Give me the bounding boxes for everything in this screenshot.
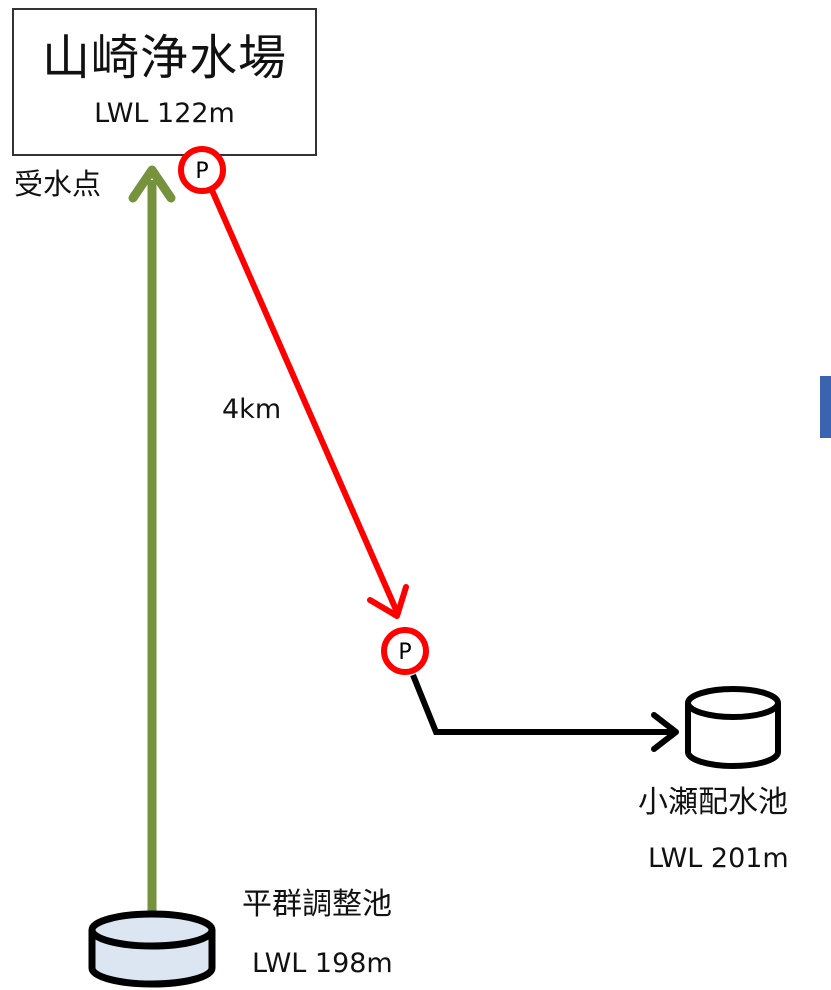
hiramure-tank-name: 平群調整池 [242, 887, 392, 922]
distribution-flow-arrow [410, 673, 679, 752]
pump-flow-arrow [208, 186, 409, 619]
purification-plant-name: 山崎浄水場 [41, 30, 287, 86]
pump-icon-booster: P [381, 627, 429, 675]
gravity-flow-arrow [128, 165, 176, 918]
purification-plant-box [12, 8, 317, 156]
pump-icon-plant: P [178, 146, 226, 194]
hiramure-tank-lwl: LWL 198m [252, 948, 393, 979]
hiramure-tank-icon [88, 910, 216, 988]
kose-reservoir-name: 小瀬配水池 [638, 785, 788, 820]
purification-plant-lwl: LWL 122m [94, 98, 235, 129]
pump-letter-booster: P [398, 640, 411, 665]
kose-reservoir-lwl: LWL 201m [648, 843, 789, 874]
pipeline-distance-label: 4km [222, 394, 282, 425]
side-tab [820, 376, 831, 438]
pump-letter-plant: P [195, 159, 208, 184]
intake-point-label: 受水点 [14, 167, 102, 201]
kose-reservoir-icon [685, 686, 781, 769]
